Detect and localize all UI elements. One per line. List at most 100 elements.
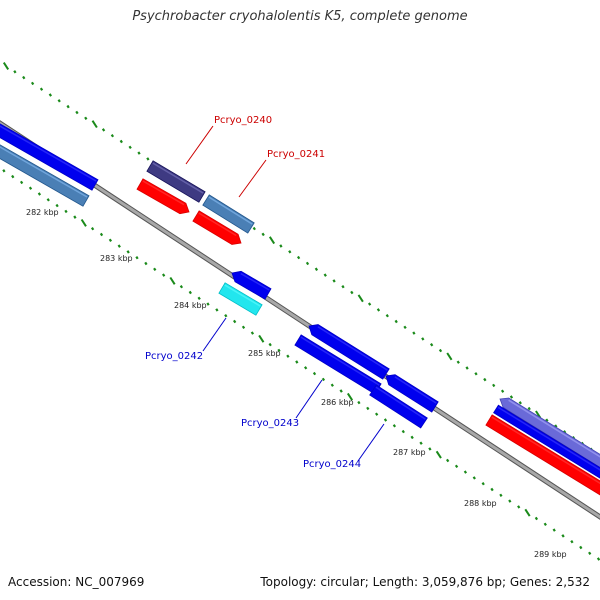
gene-feature-pcryo-0242[interactable] bbox=[231, 270, 272, 300]
gene-feature-right-red-highlight bbox=[491, 416, 600, 485]
outer-tick bbox=[545, 418, 549, 422]
inner-tick bbox=[179, 285, 184, 289]
inner-tick bbox=[330, 383, 334, 387]
inner-tick bbox=[268, 342, 272, 347]
scale-label-283: 283 kbp bbox=[100, 254, 133, 263]
gene-feature-right-red[interactable] bbox=[485, 414, 600, 499]
inner-tick bbox=[2, 169, 6, 173]
gene-feature-pcryo-0241[interactable] bbox=[192, 210, 242, 245]
callout-line-pcryo-0241 bbox=[238, 159, 267, 198]
outer-tick bbox=[296, 255, 301, 260]
gene-feature-right-blue-highlight bbox=[497, 406, 600, 471]
accession-text: Accession: NC_007969 bbox=[8, 575, 145, 589]
inner-tick bbox=[169, 276, 176, 285]
inner-tick bbox=[64, 209, 68, 214]
genome-summary-text: Topology: circular; Length: 3,059,876 bp… bbox=[260, 575, 590, 589]
outer-tick bbox=[456, 360, 460, 364]
inner-tick bbox=[552, 528, 556, 532]
inner-tick bbox=[374, 412, 379, 416]
inner-tick bbox=[232, 319, 237, 324]
gene-feature-pcryo-0244[interactable] bbox=[369, 384, 428, 429]
inner-tick bbox=[250, 331, 255, 335]
outer-tick bbox=[252, 226, 256, 231]
gene-feature-pcryo-0242-highlight bbox=[240, 272, 270, 291]
inner-tick bbox=[277, 348, 281, 353]
outer-tick bbox=[500, 389, 505, 393]
outer-tick bbox=[84, 116, 88, 120]
outer-tick bbox=[554, 424, 558, 428]
inner-tick bbox=[481, 482, 485, 486]
outer-tick bbox=[137, 151, 141, 155]
outer-tick bbox=[474, 372, 478, 376]
inner-tick bbox=[357, 400, 361, 405]
outer-tick bbox=[66, 104, 70, 109]
gene-label-pcryo-0243[interactable]: Pcryo_0243 bbox=[241, 418, 299, 429]
gene-feature-pcryo-0242-outer[interactable] bbox=[218, 282, 263, 316]
inner-tick bbox=[490, 487, 494, 492]
gene-label-pcryo-0240[interactable]: Pcryo_0240 bbox=[214, 115, 272, 126]
inner-tick bbox=[346, 392, 354, 401]
gene-feature-left-blue-highlight bbox=[0, 125, 97, 182]
outer-tick bbox=[48, 93, 53, 97]
gene-feature-right-blue[interactable] bbox=[493, 404, 600, 483]
inner-tick bbox=[401, 429, 405, 434]
inner-tick bbox=[108, 238, 113, 242]
gene-label-pcryo-0244[interactable]: Pcryo_0244 bbox=[303, 459, 361, 470]
inner-tick bbox=[188, 290, 192, 295]
inner-tick bbox=[90, 227, 95, 231]
outer-tick bbox=[367, 302, 372, 306]
outer-tick bbox=[279, 244, 283, 248]
inner-tick bbox=[579, 545, 583, 550]
inner-tick bbox=[534, 516, 539, 521]
inner-tick bbox=[99, 232, 104, 237]
gene-feature-pcryo-0241-highlight bbox=[198, 212, 237, 237]
inner-tick bbox=[454, 464, 459, 469]
gene-feature-right-lavender-highlight bbox=[508, 399, 600, 458]
scale-label-287: 287 kbp bbox=[393, 448, 426, 457]
outer-tick bbox=[146, 157, 150, 161]
inner-tick bbox=[570, 540, 574, 544]
gene-label-pcryo-0241[interactable]: Pcryo_0241 bbox=[267, 149, 325, 160]
gene-feature-pcryo-0241-outer-highlight bbox=[208, 196, 253, 225]
inner-tick bbox=[312, 371, 317, 376]
inner-tick bbox=[215, 308, 219, 312]
inner-tick bbox=[543, 522, 547, 526]
inner-tick bbox=[321, 377, 326, 382]
gene-feature-pcryo-0243-outer[interactable] bbox=[308, 324, 390, 380]
outer-tick bbox=[2, 62, 10, 70]
outer-tick bbox=[465, 366, 469, 370]
callout-line-pcryo-0242 bbox=[202, 317, 227, 352]
inner-tick bbox=[117, 244, 121, 248]
inner-tick bbox=[524, 508, 531, 517]
map-title: Psychrobacter cryohalolentis K5, complet… bbox=[132, 9, 468, 24]
gene-label-pcryo-0242[interactable]: Pcryo_0242 bbox=[145, 351, 203, 362]
feature-layer bbox=[0, 123, 600, 499]
inner-tick bbox=[224, 314, 228, 318]
inner-tick bbox=[126, 250, 130, 254]
gene-feature-pcryo-0240[interactable] bbox=[136, 178, 190, 215]
gene-feature-right-lavender[interactable] bbox=[499, 397, 600, 472]
scale-label-285: 285 kbp bbox=[248, 349, 281, 358]
inner-tick bbox=[596, 557, 600, 561]
inner-tick bbox=[419, 441, 423, 445]
gene-feature-left-steelblue-highlight bbox=[0, 146, 88, 198]
outer-tick bbox=[91, 120, 98, 129]
outer-tick bbox=[75, 110, 79, 115]
outer-tick bbox=[412, 331, 416, 335]
outer-tick bbox=[421, 337, 425, 341]
outer-tick bbox=[288, 250, 292, 254]
inner-tick bbox=[383, 418, 388, 422]
inner-tick bbox=[392, 424, 397, 428]
gene-feature-pcryo-0244-outer[interactable] bbox=[385, 374, 439, 413]
inner-tick bbox=[472, 476, 476, 480]
inner-tick bbox=[517, 505, 521, 509]
gene-feature-pcryo-0243-outer-highlight bbox=[317, 326, 388, 371]
gene-feature-pcryo-0241-outer[interactable] bbox=[202, 194, 255, 234]
inner-tick bbox=[410, 435, 414, 440]
inner-tick bbox=[197, 296, 201, 301]
inner-tick bbox=[295, 360, 299, 364]
gene-feature-pcryo-0240-outer[interactable] bbox=[146, 160, 206, 203]
outer-tick bbox=[509, 395, 514, 399]
scale-label-282: 282 kbp bbox=[26, 208, 59, 217]
